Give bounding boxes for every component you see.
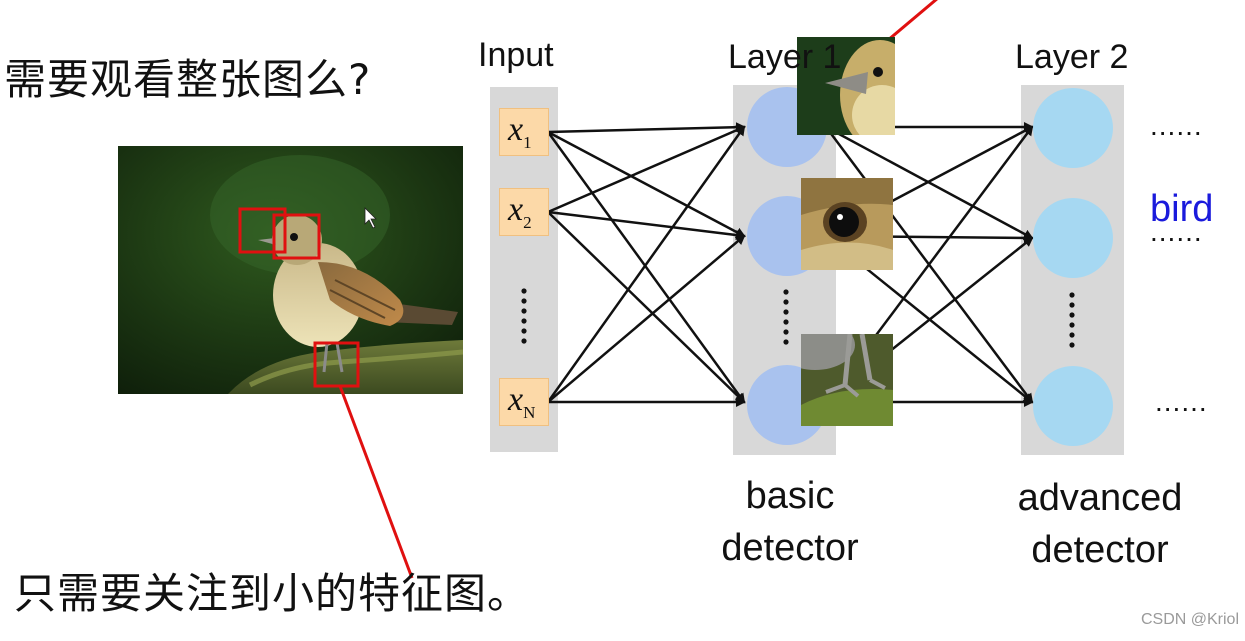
input-var: x	[508, 191, 524, 228]
patch-leg	[801, 334, 893, 426]
layer1-caption-line1: basic	[745, 475, 835, 517]
watermark: CSDN @Kriol	[1140, 611, 1239, 628]
patch-eye	[801, 178, 893, 270]
bird-photo	[118, 146, 463, 394]
layer2-caption-line1: advanced	[1017, 477, 1183, 519]
input-column-title: Input	[478, 36, 554, 74]
output-dots-top: ......	[1150, 110, 1203, 141]
layer2-caption-line2: detector	[1031, 529, 1169, 571]
highlight-beak-box	[238, 207, 287, 254]
input-vertical-dots	[521, 288, 527, 344]
answer-text: 只需要关注到小的特征图。	[14, 569, 531, 618]
layer1-caption-line2: detector	[721, 527, 859, 569]
layer1-column-title: Layer 1	[728, 38, 842, 76]
layer2-neuron-1	[1033, 88, 1113, 168]
layer2-neuron-3	[1033, 366, 1113, 446]
question-text: 需要观看整张图么?	[4, 55, 372, 104]
layer2-neuron-2	[1033, 198, 1113, 278]
pointer-line-bottom	[338, 385, 414, 579]
layer2-caption: advanced detector	[995, 472, 1205, 576]
layer2-column-title: Layer 2	[1015, 38, 1129, 76]
highlight-eye-box	[272, 213, 321, 260]
output-dots-middle: ......	[1150, 216, 1203, 247]
patch-beak	[797, 37, 895, 135]
input-subscript: 1	[523, 132, 532, 152]
input-var: x	[508, 111, 524, 148]
input-node-x1: x1	[499, 108, 549, 156]
input-var: x	[508, 381, 524, 418]
output-dots-bottom: ......	[1155, 386, 1208, 417]
connections-input-layer1	[546, 122, 746, 407]
input-subscript: N	[523, 402, 536, 422]
bird-output-label: bird	[1150, 188, 1214, 230]
highlight-leg-box	[313, 341, 360, 388]
input-node-xn: xN	[499, 378, 549, 426]
layer2-vertical-dots	[1069, 292, 1075, 348]
input-node-x2: x2	[499, 188, 549, 236]
layer1-vertical-dots	[783, 289, 789, 345]
input-subscript: 2	[523, 212, 532, 232]
layer1-caption: basic detector	[700, 470, 880, 574]
